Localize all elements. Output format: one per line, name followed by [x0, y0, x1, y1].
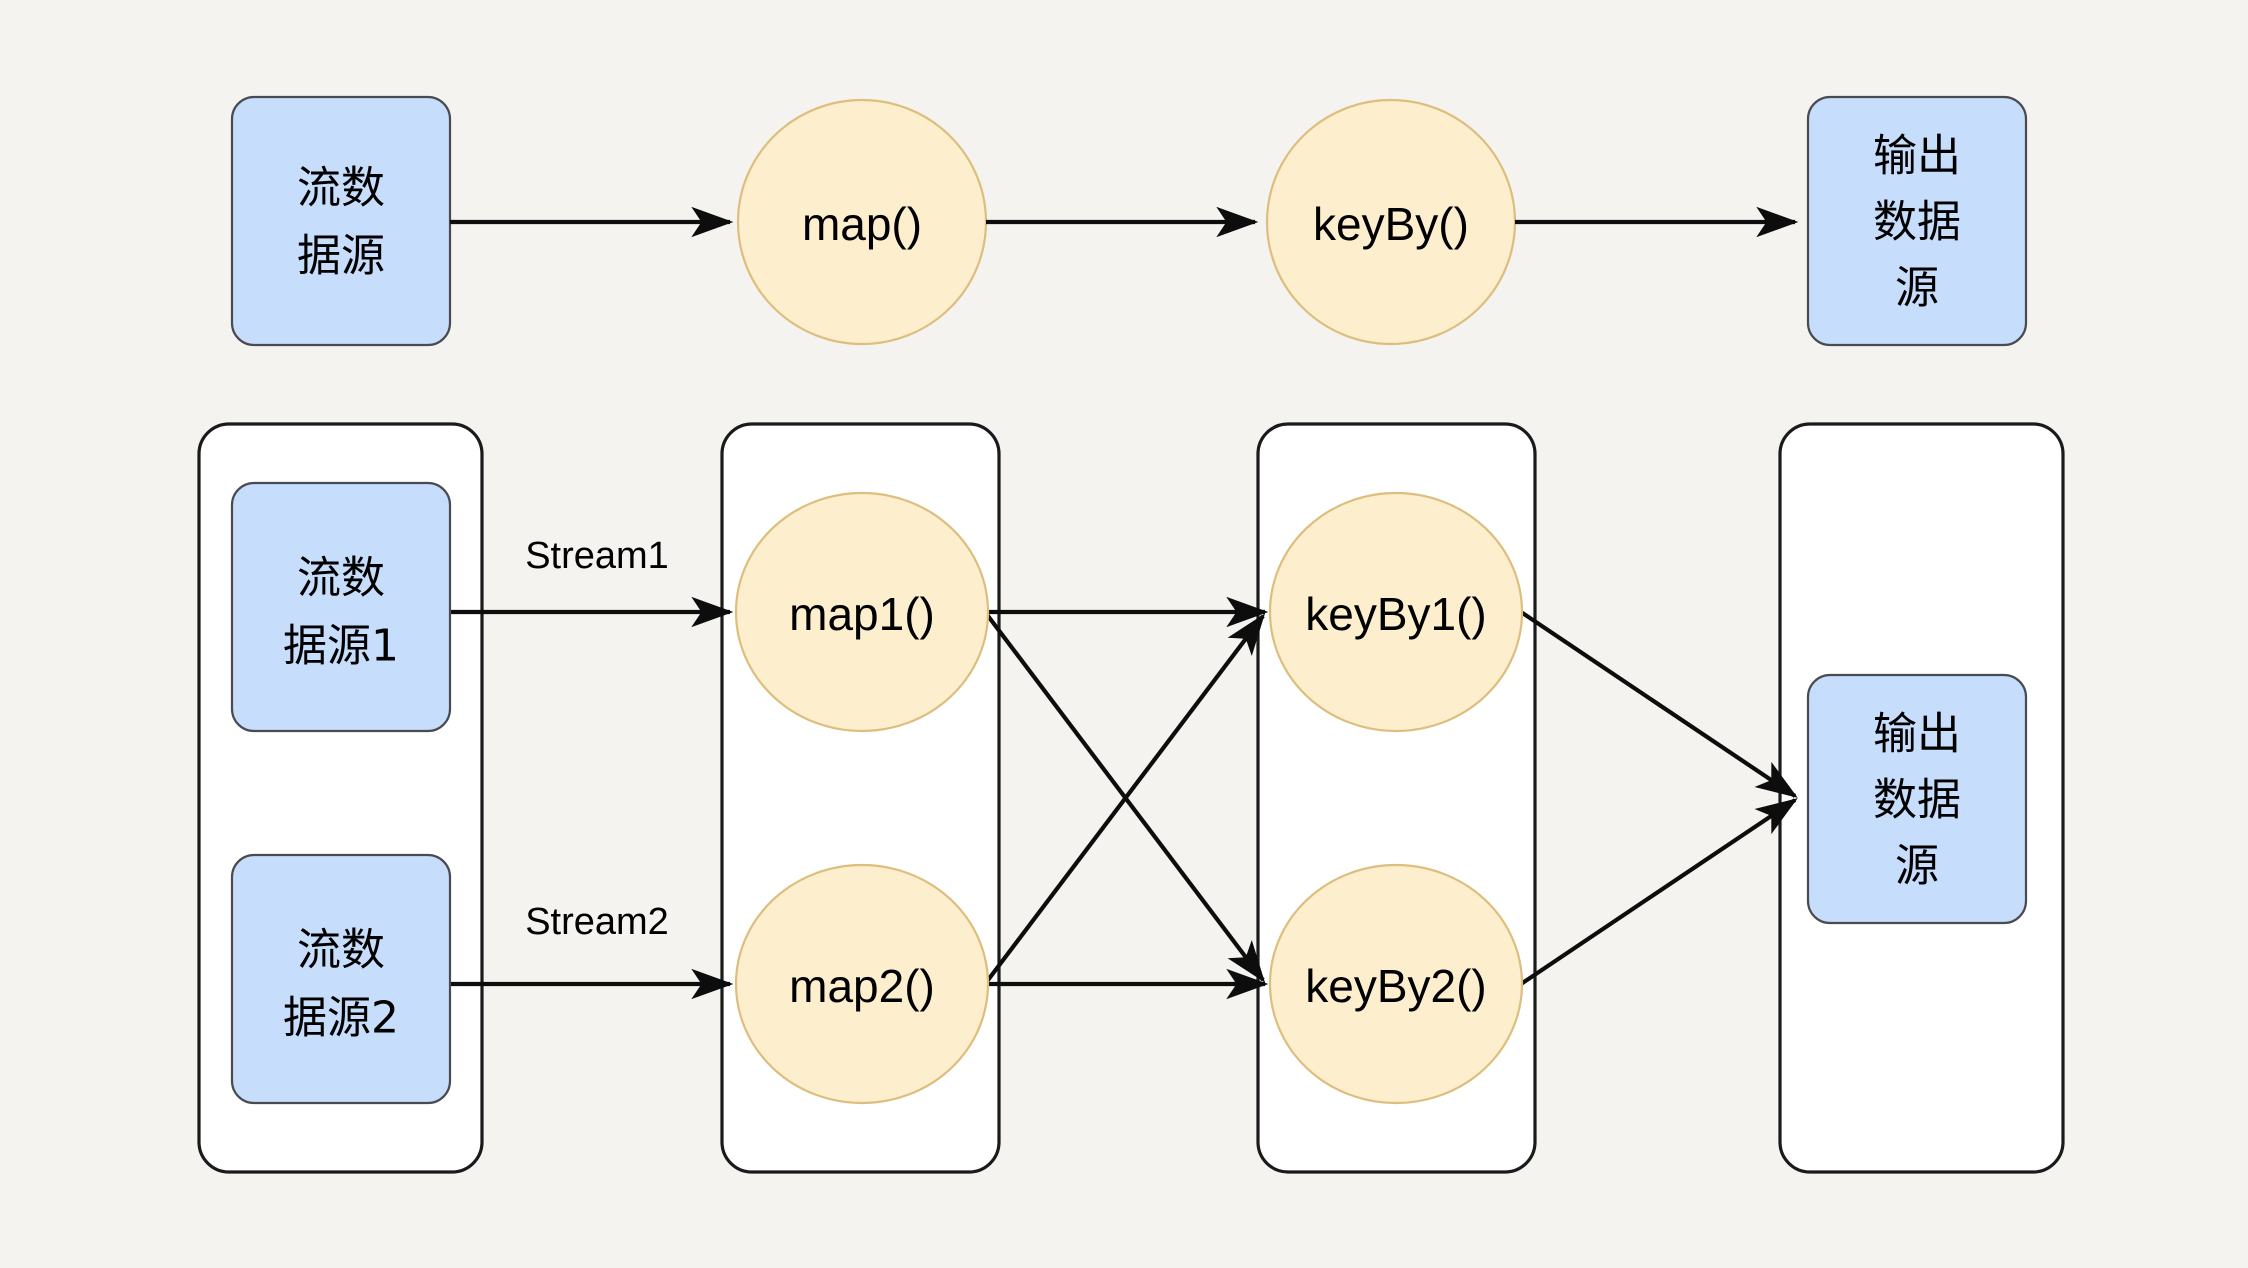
bottom-sink-label-line3: 源: [1895, 841, 1939, 892]
top-map-node[interactable]: map(): [736, 98, 988, 346]
top-sink-node[interactable]: 输出 数据 源: [1806, 95, 2028, 347]
top-map-label: map(): [802, 198, 922, 250]
bottom-sink-label-line2: 数据: [1873, 775, 1961, 826]
keyby1-node[interactable]: keyBy1(): [1268, 491, 1524, 733]
map1-label: map1(): [789, 588, 935, 640]
top-source-label-line1: 流数: [297, 163, 385, 214]
source2-shape[interactable]: [230, 853, 452, 1105]
top-sink-label-line3: 源: [1895, 263, 1939, 314]
source1-node[interactable]: 流数 据源1: [230, 481, 452, 733]
map2-shape[interactable]: [734, 863, 990, 1105]
source1-label-line2: 据源1: [283, 621, 399, 672]
edge-map2-to-keyby1: [983, 613, 1266, 986]
edge-keyby1-to-sink: [1519, 610, 1798, 798]
top-sink-label-line1: 输出: [1873, 131, 1961, 182]
edge-map1-to-keyby2: [983, 610, 1266, 983]
source2-node[interactable]: 流数 据源2: [230, 853, 452, 1105]
edge-keyby2-to-sink: [1519, 798, 1798, 986]
map2-node[interactable]: map2(): [734, 863, 990, 1105]
edge-label-stream1: Stream1: [525, 535, 669, 577]
bottom-row-pipeline: 流数 据源1 流数 据源2 map1() map2() keyBy1(): [197, 422, 2065, 1174]
bottom-sink-label-line1: 输出: [1873, 709, 1961, 760]
bottom-sink-shape[interactable]: [1806, 673, 2028, 925]
keyby2-node[interactable]: keyBy2(): [1268, 863, 1524, 1105]
source2-label-line2: 据源2: [283, 993, 399, 1044]
map1-shape[interactable]: [734, 491, 990, 733]
keyby2-label: keyBy2(): [1305, 960, 1486, 1012]
source1-shape[interactable]: [230, 481, 452, 733]
top-sink-label-line2: 数据: [1873, 197, 1961, 248]
source1-label-line1: 流数: [297, 553, 385, 604]
source2-label-line1: 流数: [297, 925, 385, 976]
bottom-sink-node[interactable]: 输出 数据 源: [1806, 673, 2028, 925]
keyby1-shape[interactable]: [1268, 491, 1524, 733]
top-sink-shape[interactable]: [1806, 95, 2028, 347]
keyby2-shape[interactable]: [1268, 863, 1524, 1105]
top-row-pipeline: 流数 据源 map() keyBy() 输出: [230, 95, 2028, 347]
map1-node[interactable]: map1(): [734, 491, 990, 733]
edge-label-stream2: Stream2: [525, 901, 669, 943]
top-source-label-line2: 据源: [297, 231, 385, 282]
top-keyby-label: keyBy(): [1313, 198, 1469, 250]
top-keyby-node[interactable]: keyBy(): [1265, 98, 1517, 346]
top-source-shape[interactable]: [230, 95, 452, 347]
map2-label: map2(): [789, 960, 935, 1012]
keyby1-label: keyBy1(): [1305, 588, 1486, 640]
top-source-node[interactable]: 流数 据源: [230, 95, 452, 347]
